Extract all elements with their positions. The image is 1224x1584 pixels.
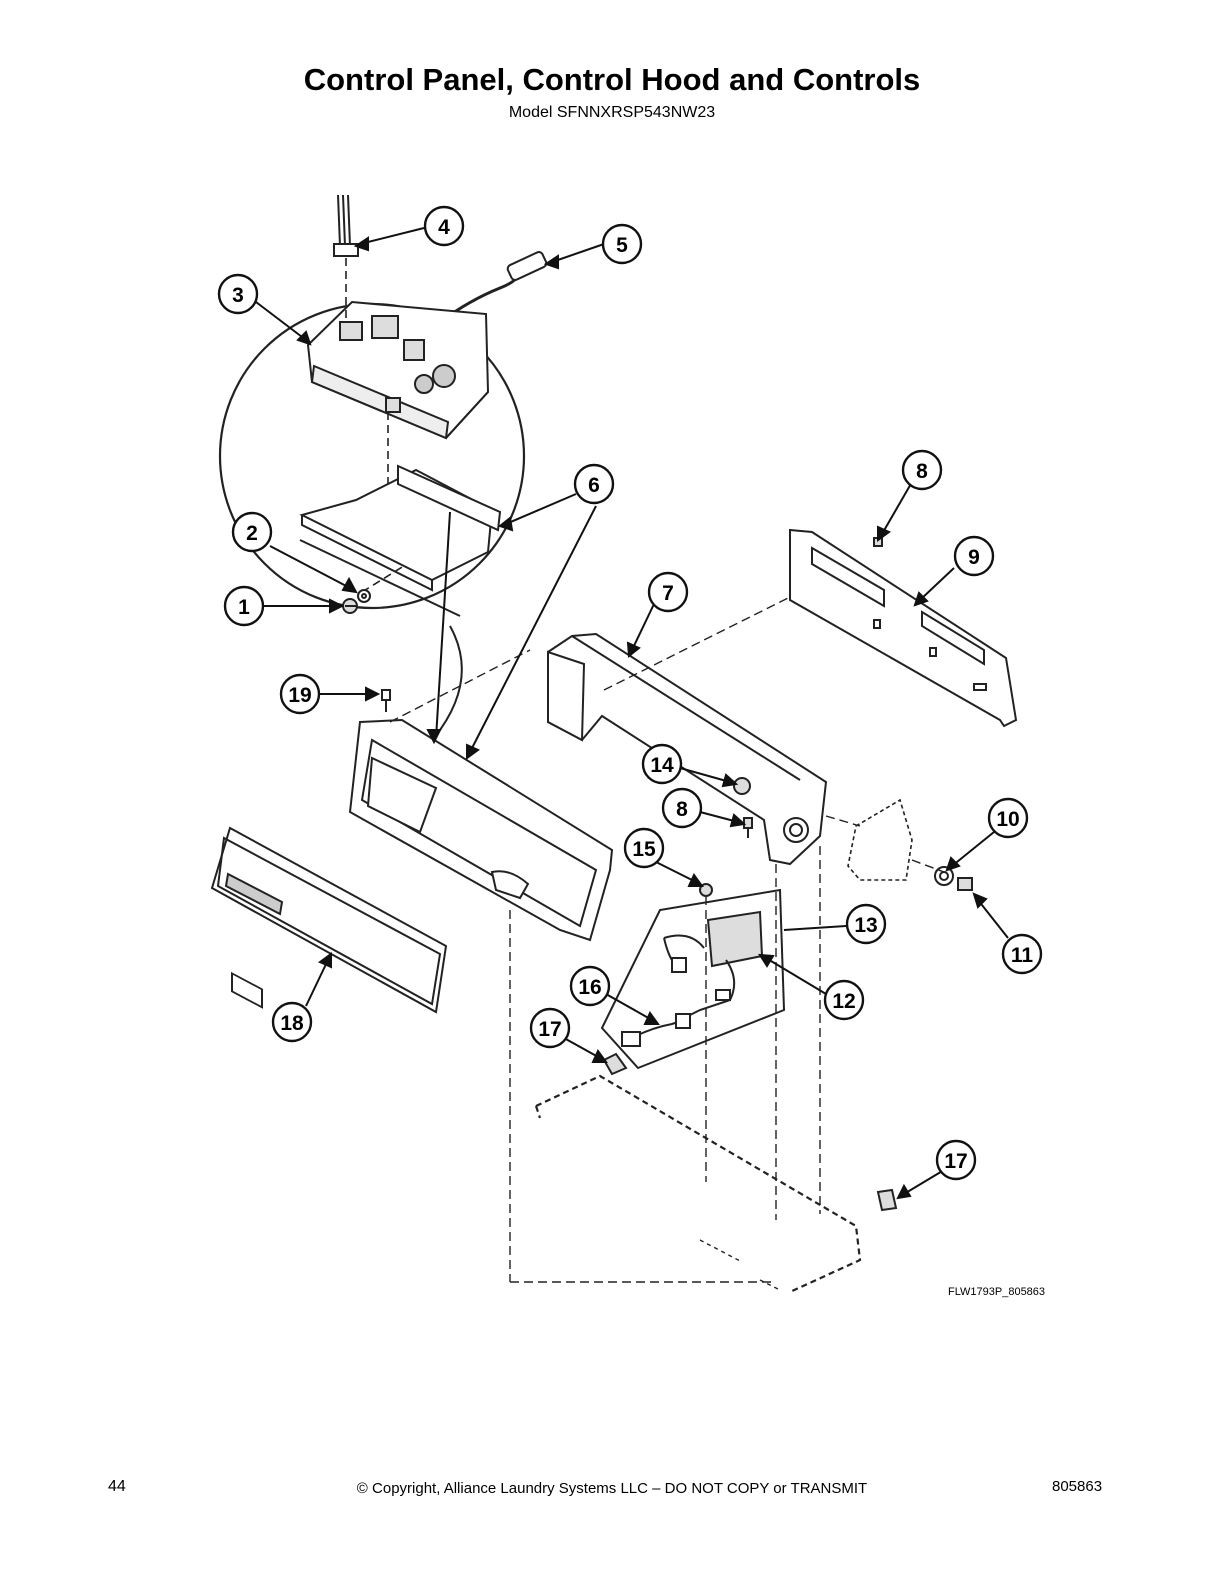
svg-text:12: 12 — [832, 990, 855, 1013]
callout-14: 14 — [641, 743, 683, 785]
callout-8-lower: 8 — [661, 787, 703, 829]
screw-11 — [957, 877, 973, 891]
callout-12: 12 — [823, 979, 865, 1021]
svg-text:8: 8 — [676, 798, 688, 821]
svg-text:1: 1 — [238, 596, 250, 619]
document-number: 805863 — [1052, 1478, 1103, 1495]
callout-18: 18 — [271, 1001, 313, 1043]
svg-text:9: 9 — [968, 546, 980, 569]
plug-17-b — [876, 1188, 898, 1212]
page-number: 44 — [108, 1478, 126, 1495]
plug-17-a — [602, 1052, 628, 1076]
callout-4: 4 — [423, 205, 465, 247]
control-board-3 — [306, 300, 490, 440]
svg-text:14: 14 — [650, 754, 674, 777]
callout-8-upper: 8 — [901, 449, 943, 491]
cabinet-top-outline — [534, 1074, 862, 1294]
parts-drawing — [210, 194, 1018, 1294]
bracket-6 — [299, 464, 502, 617]
callout-11: 11 — [1001, 933, 1043, 975]
detail-leader-curve — [433, 625, 463, 739]
wire-harness-4 — [333, 194, 359, 257]
svg-text:17: 17 — [944, 1150, 967, 1173]
page-title: Control Panel, Control Hood and Controls — [303, 62, 921, 97]
callout-2: 2 — [231, 511, 273, 553]
svg-text:18: 18 — [280, 1012, 304, 1035]
svg-text:5: 5 — [616, 234, 628, 257]
svg-text:13: 13 — [854, 914, 877, 937]
svg-text:2: 2 — [246, 522, 258, 545]
svg-text:4: 4 — [438, 216, 450, 239]
callout-19: 19 — [279, 673, 321, 715]
callout-17-right: 17 — [935, 1139, 977, 1181]
svg-text:3: 3 — [232, 284, 244, 307]
callout-10: 10 — [987, 797, 1029, 839]
model-subtitle: Model SFNNXRSP543NW23 — [508, 104, 716, 121]
svg-text:10: 10 — [996, 808, 1019, 831]
screw-8-lower — [743, 817, 753, 838]
svg-text:17: 17 — [538, 1018, 561, 1041]
transformer-panel-13 — [600, 888, 786, 1070]
screw-19 — [381, 689, 391, 712]
rear-panel-9 — [789, 528, 1018, 728]
control-hood-7 — [547, 632, 828, 866]
callout-16: 16 — [569, 965, 611, 1007]
copyright-notice: © Copyright, Alliance Laundry Systems LL… — [356, 1480, 868, 1497]
svg-text:6: 6 — [588, 474, 600, 497]
callout-13: 13 — [845, 903, 887, 945]
svg-text:11: 11 — [1011, 944, 1034, 967]
svg-text:7: 7 — [662, 582, 674, 605]
figure-id: FLW1793P_805863 — [948, 1286, 1046, 1298]
screw-1 — [342, 598, 358, 614]
callout-3: 3 — [217, 273, 259, 315]
leader-arrows — [255, 227, 1009, 1200]
callout-6: 6 — [573, 463, 615, 505]
callout-1: 1 — [223, 585, 265, 627]
callouts: 1 2 3 4 5 6 7 8 8 9 10 11 12 13 14 15 16… — [217, 205, 1043, 1181]
svg-text:19: 19 — [288, 684, 311, 707]
callout-15: 15 — [623, 827, 665, 869]
svg-text:15: 15 — [632, 838, 656, 861]
control-console — [348, 718, 614, 942]
svg-text:16: 16 — [578, 976, 601, 999]
callout-17-left: 17 — [529, 1007, 571, 1049]
nut-14 — [733, 777, 751, 795]
callout-5: 5 — [601, 223, 643, 265]
callout-9: 9 — [953, 535, 995, 577]
overlay-18 — [210, 826, 448, 1014]
svg-text:8: 8 — [916, 460, 928, 483]
mounting-bracket — [847, 798, 913, 881]
callout-7: 7 — [647, 571, 689, 613]
washer-2 — [357, 589, 371, 603]
